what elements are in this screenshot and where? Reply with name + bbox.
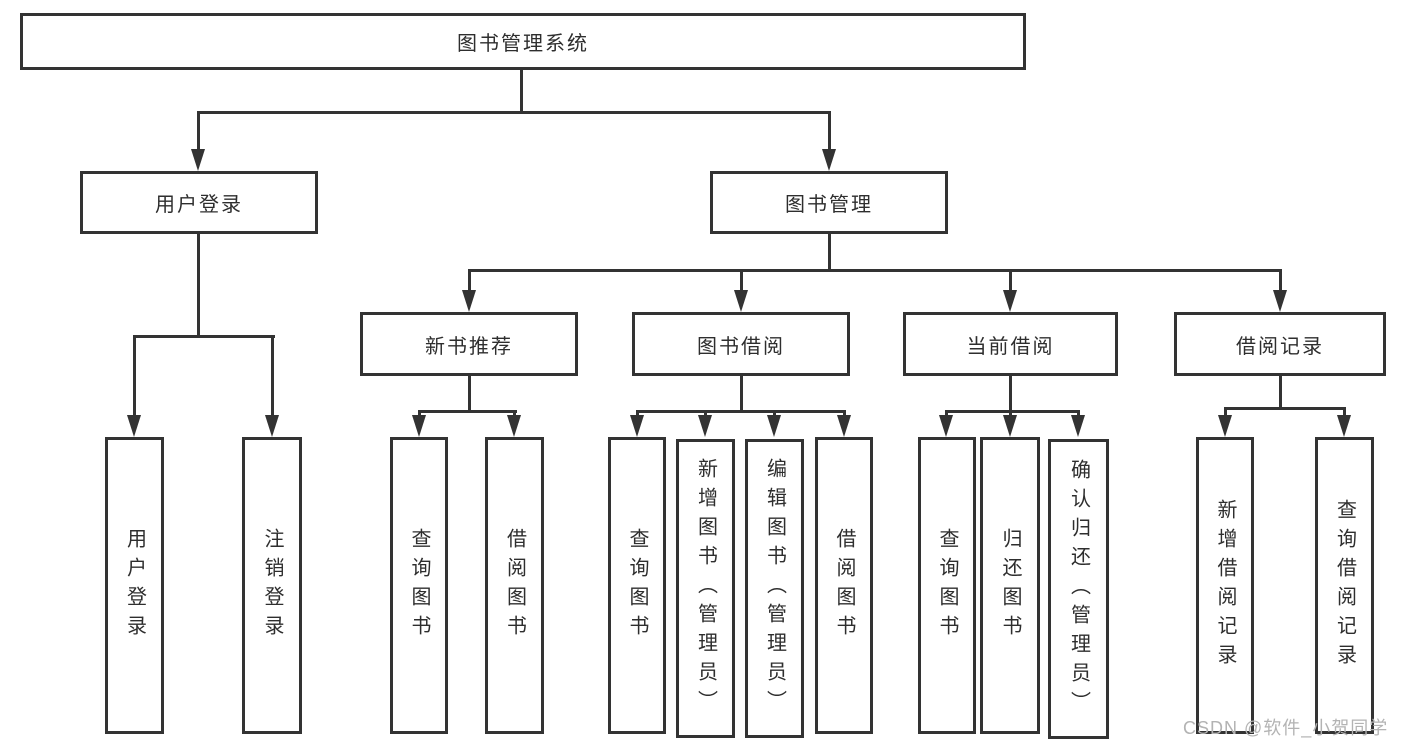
- leaf-label: 注销登录: [261, 527, 283, 644]
- arrowhead-icon: [412, 415, 426, 437]
- arrowhead-icon: [507, 415, 521, 437]
- leaf-borrow-books-borrow: 借阅图书: [815, 437, 873, 734]
- leaf-search-books-borrow: 查询图书: [608, 437, 666, 734]
- connector-line: [133, 335, 136, 417]
- connector-line: [513, 410, 516, 418]
- leaf-edit-book-admin: 编辑图书（管理员）: [745, 439, 804, 738]
- connector-line: [1009, 410, 1012, 418]
- connector-line: [468, 269, 471, 292]
- node-library-management-system: 图书管理系统: [20, 13, 1026, 70]
- node-book-management: 图书管理: [710, 171, 948, 234]
- connector-line: [636, 410, 846, 413]
- leaf-label: 用户登录: [123, 527, 146, 644]
- leaf-borrow-books-recommend: 借阅图书: [485, 437, 544, 734]
- node-label: 借阅记录: [1236, 335, 1324, 358]
- node-new-book-recommendation: 新书推荐: [360, 312, 578, 376]
- node-label: 图书借阅: [697, 335, 785, 358]
- connector-line: [197, 111, 200, 153]
- connector-line: [197, 234, 200, 338]
- leaf-label: 归还图书: [999, 527, 1021, 644]
- connector-line: [740, 269, 743, 292]
- leaf-add-borrow-record: 新增借阅记录: [1196, 437, 1254, 734]
- connector-line: [468, 269, 1282, 272]
- arrowhead-icon: [462, 290, 476, 312]
- leaf-user-login: 用户登录: [105, 437, 164, 734]
- node-user-login: 用户登录: [80, 171, 318, 234]
- connector-line: [1279, 269, 1282, 292]
- arrowhead-icon: [1071, 415, 1085, 437]
- arrowhead-icon: [822, 149, 836, 171]
- connector-line: [740, 376, 743, 413]
- node-borrowing-records: 借阅记录: [1174, 312, 1386, 376]
- connector-line: [1343, 407, 1346, 418]
- connector-line: [1009, 376, 1012, 413]
- leaf-label: 借阅图书: [503, 527, 526, 644]
- connector-line: [636, 410, 639, 418]
- arrowhead-icon: [630, 415, 644, 437]
- arrowhead-icon: [698, 415, 712, 437]
- connector-line: [133, 335, 275, 338]
- connector-line: [1224, 407, 1345, 410]
- connector-line: [828, 111, 831, 153]
- connector-line: [520, 68, 523, 114]
- node-label: 用户登录: [155, 194, 243, 216]
- connector-line: [1279, 376, 1282, 410]
- arrowhead-icon: [1003, 415, 1017, 437]
- leaf-label: 确认归还（管理员）: [1067, 458, 1090, 720]
- arrowhead-icon: [1273, 290, 1287, 312]
- arrowhead-icon: [837, 415, 851, 437]
- leaf-search-books-recommend: 查询图书: [390, 437, 448, 734]
- leaf-return-book: 归还图书: [980, 437, 1040, 734]
- arrowhead-icon: [1003, 290, 1017, 312]
- leaf-label: 编辑图书（管理员）: [763, 458, 786, 719]
- node-label: 新书推荐: [425, 335, 513, 358]
- connector-line: [773, 410, 776, 418]
- connector-line: [843, 410, 846, 418]
- connector-line: [271, 335, 274, 417]
- arrowhead-icon: [191, 149, 205, 171]
- connector-line: [418, 410, 517, 413]
- connector-line: [1077, 410, 1080, 418]
- arrowhead-icon: [127, 415, 141, 437]
- leaf-label: 查询借阅记录: [1333, 498, 1356, 673]
- leaf-confirm-return-admin: 确认归还（管理员）: [1048, 439, 1109, 739]
- connector-line: [828, 234, 831, 272]
- connector-line: [945, 410, 1080, 413]
- leaf-search-borrow-record: 查询借阅记录: [1315, 437, 1374, 734]
- node-current-borrowing: 当前借阅: [903, 312, 1118, 376]
- leaf-label: 借阅图书: [833, 527, 855, 644]
- connector-line: [468, 376, 471, 413]
- arrowhead-icon: [767, 415, 781, 437]
- node-label: 图书管理系统: [457, 33, 589, 55]
- leaf-label: 查询图书: [408, 527, 430, 644]
- leaf-label: 查询图书: [626, 527, 648, 644]
- connector-line: [1009, 269, 1012, 292]
- watermark-text: CSDN @软件_小贺同学: [1183, 718, 1389, 738]
- arrowhead-icon: [1337, 415, 1351, 437]
- arrowhead-icon: [939, 415, 953, 437]
- leaf-label: 新增图书（管理员）: [694, 458, 717, 719]
- arrowhead-icon: [265, 415, 279, 437]
- node-book-borrowing: 图书借阅: [632, 312, 850, 376]
- leaf-label: 查询图书: [936, 527, 958, 644]
- leaf-label: 新增借阅记录: [1214, 498, 1236, 673]
- leaf-add-book-admin: 新增图书（管理员）: [676, 439, 735, 738]
- arrowhead-icon: [1218, 415, 1232, 437]
- leaf-search-books-current: 查询图书: [918, 437, 976, 734]
- node-label: 当前借阅: [966, 335, 1055, 358]
- connector-line: [1224, 407, 1227, 418]
- leaf-logout: 注销登录: [242, 437, 302, 734]
- node-label: 图书管理: [785, 194, 873, 216]
- connector-line: [198, 111, 831, 114]
- connector-line: [945, 410, 948, 418]
- connector-line: [418, 410, 421, 418]
- arrowhead-icon: [734, 290, 748, 312]
- connector-line: [704, 410, 707, 418]
